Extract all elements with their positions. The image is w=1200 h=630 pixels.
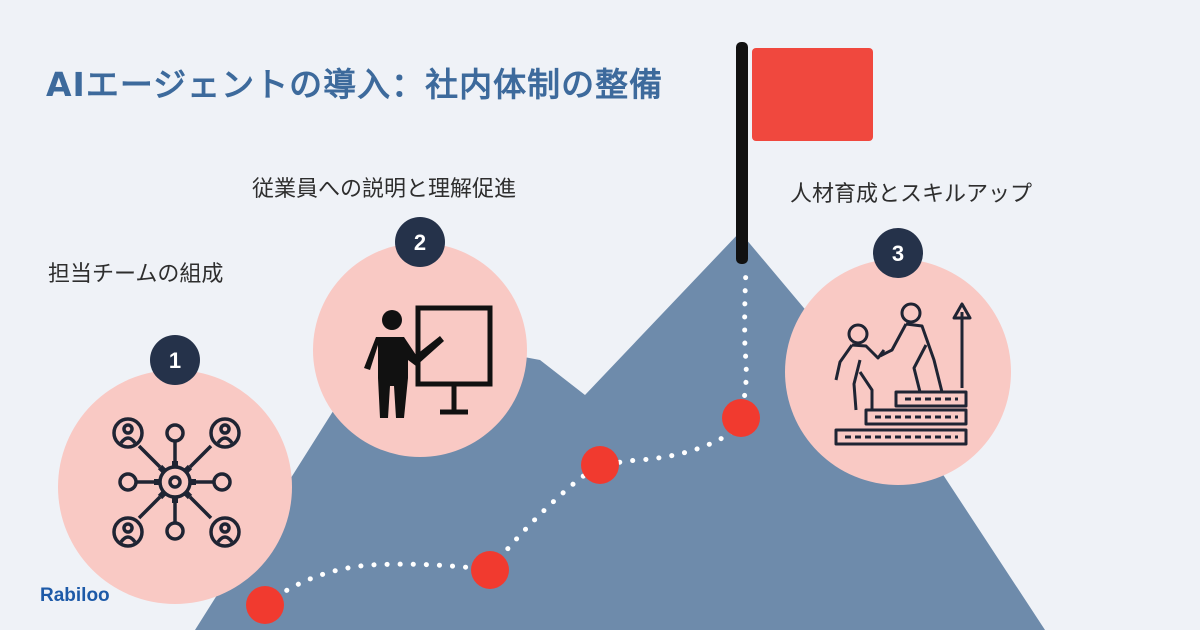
step-1-circle <box>58 370 292 604</box>
path-dot <box>246 586 284 624</box>
dotted-path <box>262 267 749 608</box>
step-2-label: 従業員への説明と理解促進 <box>252 177 517 202</box>
step-3-badge <box>873 228 923 278</box>
climbing-steps-icon <box>834 302 972 446</box>
path-dot <box>581 446 619 484</box>
presentation-icon <box>364 305 493 418</box>
step-1-number: 1 <box>169 348 181 373</box>
brand-logo: Rabiloo <box>40 585 110 606</box>
step-3-number: 3 <box>892 241 904 266</box>
step-2-circle <box>313 243 527 457</box>
path-dot <box>471 551 509 589</box>
step-1-label: 担当チームの組成 <box>48 262 224 287</box>
step-2-number: 2 <box>414 230 426 255</box>
page-title: AIエージェントの導入：社内体制の整備 <box>46 65 664 104</box>
step-2-badge <box>395 217 445 267</box>
path-dot <box>722 399 760 437</box>
step-3-circle <box>785 259 1011 485</box>
flag-pole <box>736 42 748 264</box>
step-3-label: 人材育成とスキルアップ <box>790 182 1033 207</box>
flag <box>752 48 873 141</box>
step-1-badge <box>150 335 200 385</box>
team-network-icon <box>112 417 241 548</box>
